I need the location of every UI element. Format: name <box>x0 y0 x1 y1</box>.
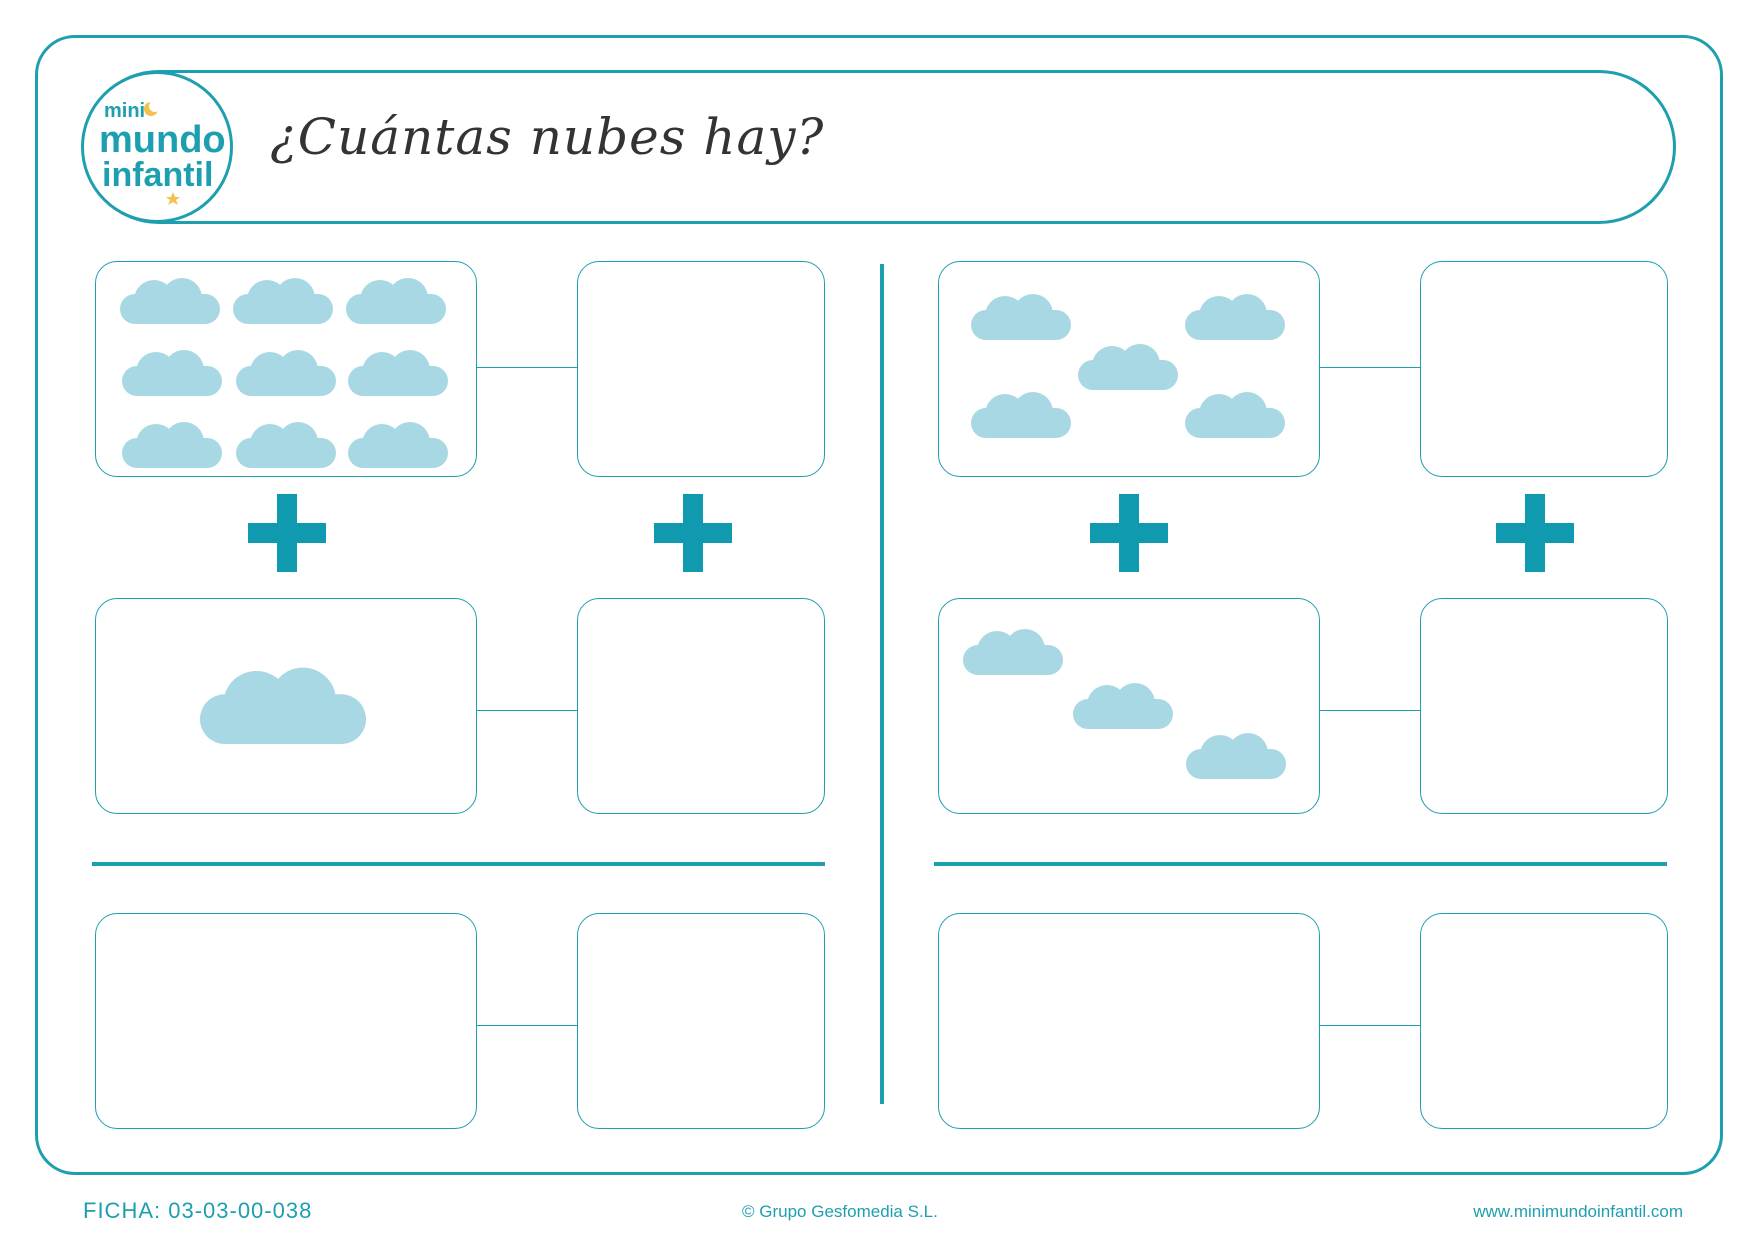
cloud-icon <box>1185 392 1285 438</box>
result-box[interactable] <box>938 913 1320 1129</box>
cloud-icon <box>1073 683 1173 729</box>
center-divider <box>880 264 884 1104</box>
star-icon <box>166 192 180 205</box>
cloud-icon <box>200 667 366 744</box>
cloud-icon <box>122 422 222 468</box>
connector-line <box>1320 367 1420 368</box>
connector-line <box>477 367 577 368</box>
result-answer-box[interactable] <box>1420 913 1668 1129</box>
cloud-box-bottom-left <box>95 598 477 814</box>
cloud-group-5 <box>971 294 1285 438</box>
cloud-icon <box>236 422 336 468</box>
cloud-icon <box>236 350 336 396</box>
logo-mark: mini mundo infantil <box>99 100 226 205</box>
cloud-icon <box>963 629 1063 675</box>
cloud-icon <box>1078 344 1178 390</box>
answer-box[interactable] <box>1420 261 1668 477</box>
cloud-icon <box>1185 294 1285 340</box>
plus-icon <box>1090 494 1168 572</box>
worksheet-title: ¿Cuántas nubes hay? <box>270 108 825 166</box>
cloud-icon <box>346 278 446 324</box>
logo-text-infantil: infantil <box>102 156 213 194</box>
cloud-icon <box>348 422 448 468</box>
cloud-icon <box>120 278 220 324</box>
plus-icon <box>1496 494 1574 572</box>
cloud-icon <box>348 350 448 396</box>
cloud-box-bottom-right <box>938 598 1320 814</box>
result-box[interactable] <box>95 913 477 1129</box>
logo: mini mundo infantil <box>81 71 233 223</box>
cloud-group-1 <box>200 667 366 744</box>
cloud-icon <box>122 350 222 396</box>
worksheet-frame <box>35 35 1723 1175</box>
result-answer-box[interactable] <box>577 913 825 1129</box>
cloud-group-9 <box>120 278 448 468</box>
answer-box[interactable] <box>577 261 825 477</box>
cloud-group-3 <box>963 629 1286 779</box>
cloud-icon <box>1186 733 1286 779</box>
answer-box[interactable] <box>577 598 825 814</box>
answer-box[interactable] <box>1420 598 1668 814</box>
cloud-box-top-right <box>938 261 1320 477</box>
connector-line <box>1320 1025 1420 1026</box>
cloud-icon <box>233 278 333 324</box>
copyright-text: © Grupo Gesfomedia S.L. <box>742 1202 938 1221</box>
cloud-icon <box>971 392 1071 438</box>
plus-icon <box>654 494 732 572</box>
connector-line <box>477 710 577 711</box>
plus-icon <box>248 494 326 572</box>
connector-line <box>477 1025 577 1026</box>
sum-line <box>934 862 1667 866</box>
logo-text-mini: mini <box>104 100 145 122</box>
worksheet-code: FICHA: 03-03-00-038 <box>83 1198 313 1223</box>
logo-text-mundo: mundo <box>99 119 226 161</box>
cloud-icon <box>971 294 1071 340</box>
website-link[interactable]: www.minimundoinfantil.com <box>1473 1202 1683 1221</box>
connector-line <box>1320 710 1420 711</box>
sum-line <box>92 862 825 866</box>
cloud-box-top-left <box>95 261 477 477</box>
